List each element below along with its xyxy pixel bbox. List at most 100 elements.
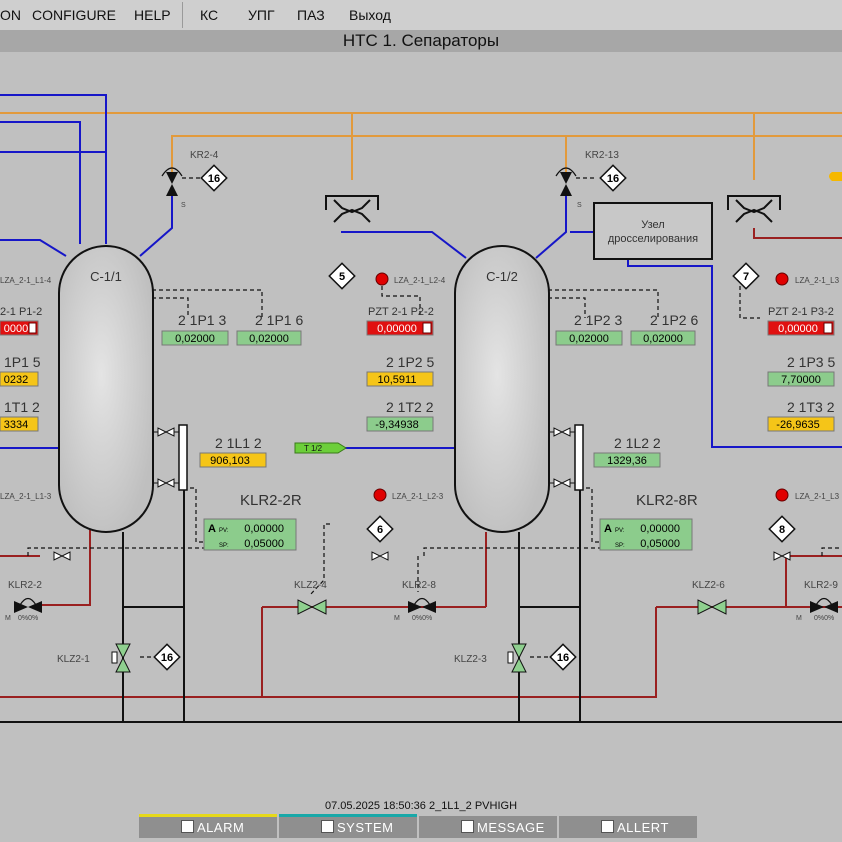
value-text: 0,02000 [175,333,215,345]
mode-a: A [604,523,612,535]
pv-value: 0,00000 [640,523,680,535]
checkbox[interactable] [181,820,194,833]
tag-pct-2: 0%0% [412,615,432,622]
signal-lines [27,177,842,658]
value-p23[interactable]: 0,02000 [555,330,623,346]
value-p15[interactable]: 0232 [0,371,39,387]
value-p16[interactable]: 0,02000 [236,330,302,346]
tab-label: MESSAGE [477,820,545,835]
valve-klr2-9[interactable] [810,597,838,614]
value-t12[interactable]: 3334 [0,416,39,432]
tag-kr2-4: KR2-4 [190,150,219,161]
badge-16-kr2-13[interactable]: 16 [599,164,627,192]
controller-klr2-8r[interactable]: A PV: SP: 0,00000 0,05000 [599,518,693,551]
vessel-c-1-2[interactable]: С-1/2 [454,245,550,533]
value-text: 3334 [4,419,28,431]
label-klr2-8r: KLR2-8R [636,492,698,509]
flow-tag-t12[interactable]: T 1/2 [294,442,347,454]
badge-16-klz2-1[interactable]: 16 [153,643,181,671]
value-p32[interactable]: 0,00000 [767,320,835,336]
pv-label: PV: [615,528,625,534]
label-p16: 2 1P1 6 [255,312,303,328]
valve-klr2-8[interactable] [408,597,436,614]
value-p35[interactable]: 7,70000 [767,371,835,387]
checkbox[interactable] [321,820,334,833]
value-boxes: 0,02000 0,02000 0000 0232 3334 906,103 0… [0,320,835,468]
valve-kr2-13[interactable] [555,167,577,196]
tab-label: ALARM [197,820,245,835]
menu-paz[interactable]: ПАЗ [297,7,325,23]
menu-exit[interactable]: Выход [349,7,391,23]
tag-klr2-9: KLR2-9 [804,580,838,591]
value-text: 0,00000 [377,323,417,335]
valve-klz2-6[interactable] [697,599,727,615]
sp-label: SP: [615,543,625,549]
pzt-tags: 2-1 P1-2 PZT 2-1 P2-2 PZT 2-1 P3-2 [0,306,834,318]
tab-system[interactable]: SYSTEM [279,814,417,838]
tag-lza-l3-b: LZA_2-1_L3 [795,492,840,501]
level-switch-tags: LZA_2-1_L1-4 LZA_2-1_L2-4 LZA_2-1_L3 LZA… [0,276,840,501]
value-p25[interactable]: 10,5911 [366,371,434,387]
menu-upg[interactable]: УПГ [248,7,275,23]
value-p12[interactable]: 0000 [0,320,39,336]
drain-pipelines [0,490,842,723]
flow-arrow-orange [829,172,842,181]
label-p13: 2 1P1 3 [178,312,226,328]
value-text: 0,02000 [643,333,683,345]
value-text: -9,34938 [375,419,418,431]
node-label-2: дросселирования [608,233,698,245]
tag-lza-l1-4: LZA_2-1_L1-4 [0,276,52,285]
menu-separator [182,2,183,28]
value-text: 0000 [4,323,28,335]
checkbox[interactable] [601,820,614,833]
valve-kr2-4[interactable] [161,167,183,196]
value-l12[interactable]: 906,103 [199,452,267,468]
label-l12: 2 1L1 2 [215,435,262,451]
badge-5[interactable]: 5 [328,262,356,290]
badge-16-klz2-3[interactable]: 16 [549,643,577,671]
pv-label: PV: [219,528,229,534]
valve-klz2-3[interactable] [507,643,527,673]
checkbox[interactable] [461,820,474,833]
controller-klr2-2r[interactable]: A PV: SP: 0,00000 0,05000 [203,518,297,551]
value-text: 0232 [4,374,28,386]
tab-alarm[interactable]: ALARM [139,814,277,838]
value-p22[interactable]: 0,00000 [366,320,434,336]
menu-ks[interactable]: КС [200,7,219,23]
tag-klr2-8: KLR2-8 [402,580,436,591]
vessel-label: С-1/2 [486,269,518,284]
nozzle-group-1 [325,195,379,223]
badge-6[interactable]: 6 [366,515,394,543]
badge-8[interactable]: 8 [768,515,796,543]
menu-configure[interactable]: CONFIGURE [32,7,116,23]
vessel-c-1-1[interactable]: С-1/1 [58,245,154,533]
tag-klr2-2: KLR2-2 [8,580,42,591]
tab-label: SYSTEM [337,820,394,835]
menu-help[interactable]: HELP [134,7,171,23]
tag-klz2-3: KLZ2-3 [454,654,487,665]
valve-klr2-2[interactable] [14,597,42,614]
menu-bar: ON CONFIGURE HELP КС УПГ ПАЗ Выход [0,0,842,31]
value-l22[interactable]: 1329,36 [593,452,661,468]
label-p23: 2 1P2 3 [574,312,622,328]
value-p13[interactable]: 0,02000 [161,330,229,346]
tab-message[interactable]: MESSAGE [419,816,557,838]
value-text: 0,02000 [569,333,609,345]
menu-on[interactable]: ON [0,7,21,23]
tag-klz2-1: KLZ2-1 [57,654,90,665]
value-t22[interactable]: -9,34938 [366,416,434,432]
tab-allert[interactable]: ALLERT [559,816,697,838]
badge-7[interactable]: 7 [732,262,760,290]
value-t32[interactable]: -26,9635 [767,416,835,432]
label-t12: 1T1 2 [4,399,40,415]
badge-16-kr2-4[interactable]: 16 [200,164,228,192]
valve-klz2-4[interactable] [297,599,327,615]
tag-pzt-p1: 2-1 P1-2 [0,306,42,318]
tag-klz2-4: KLZ2-4 [294,580,327,591]
diamond-badges: 16 16 5 7 6 8 16 16 [153,164,796,671]
throttle-node[interactable]: Узел дросселирования [593,202,713,260]
valve-klz2-1[interactable] [111,643,131,673]
tag-lza-l3: LZA_2-1_L3 [795,276,840,285]
label-p15: 1P1 5 [4,354,41,370]
value-p26[interactable]: 0,02000 [630,330,696,346]
